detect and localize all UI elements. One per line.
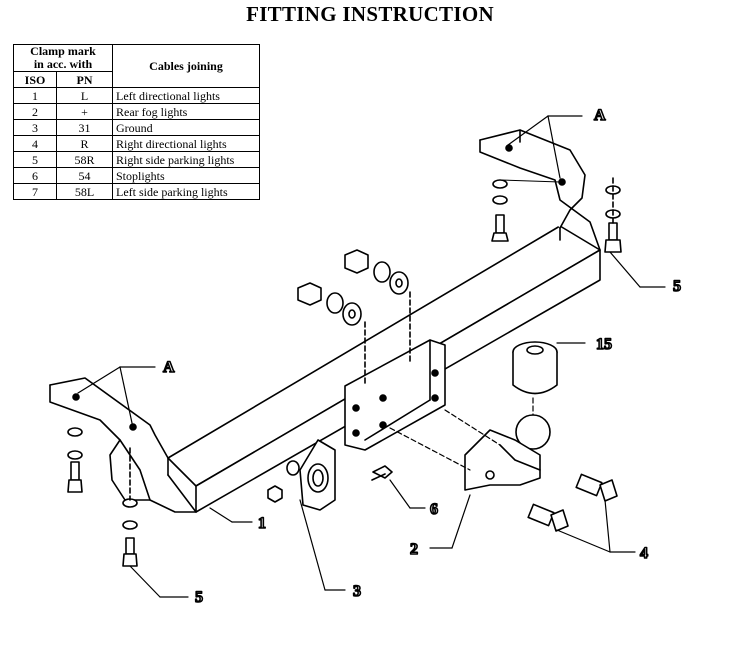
table-header-row: Clamp mark in acc. with Cables joining bbox=[13, 44, 260, 88]
callout-a-right: A bbox=[594, 107, 606, 124]
nut-washer-stack-upper bbox=[297, 249, 411, 387]
table-row: 2+Rear fog lights bbox=[13, 103, 260, 120]
socket-bolt bbox=[371, 465, 393, 481]
dashed-guides bbox=[389, 397, 534, 471]
bolt-stack-left bbox=[67, 427, 138, 567]
ball-mount-plate bbox=[344, 339, 446, 451]
ball-cover bbox=[512, 341, 558, 395]
pn-header: PN bbox=[56, 71, 113, 88]
callout-socket-bolt: 6 bbox=[430, 501, 438, 518]
callout-socket-plate: 3 bbox=[353, 583, 361, 600]
cable-cell: Left directional lights bbox=[112, 87, 260, 104]
clamp-mark-header: Clamp mark in acc. with bbox=[13, 44, 113, 72]
right-bracket bbox=[479, 129, 601, 251]
cables-joining-header: Cables joining bbox=[112, 44, 260, 88]
cable-cell: Rear fog lights bbox=[112, 103, 260, 120]
callout-tow-ball: 2 bbox=[410, 541, 418, 558]
cable-cell: Left side parking lights bbox=[112, 183, 260, 200]
cable-cell: Right side parking lights bbox=[112, 151, 260, 168]
left-bracket bbox=[49, 377, 197, 513]
socket-plate bbox=[267, 439, 336, 511]
tow-ball bbox=[464, 414, 551, 491]
leader-lines bbox=[77, 115, 666, 598]
table-subheader-row: ISO PN bbox=[13, 71, 260, 88]
callout-a-left: A bbox=[163, 359, 175, 376]
pn-cell: 58R bbox=[56, 151, 113, 168]
callout-ball-bolts: 4 bbox=[640, 545, 648, 562]
callout-ball-cover: 15 bbox=[596, 336, 612, 353]
callout-bolt-right: 5 bbox=[673, 278, 681, 295]
page-title: FITTING INSTRUCTION bbox=[246, 2, 494, 26]
callout-bolt-left: 5 bbox=[195, 589, 203, 606]
pn-cell: 58L bbox=[56, 183, 113, 200]
callout-crossbar: 1 bbox=[258, 515, 266, 532]
bolt-stack-right bbox=[491, 177, 622, 253]
wiring-table: Clamp mark in acc. with Cables joining I… bbox=[13, 44, 260, 200]
ball-bolts bbox=[527, 473, 618, 532]
